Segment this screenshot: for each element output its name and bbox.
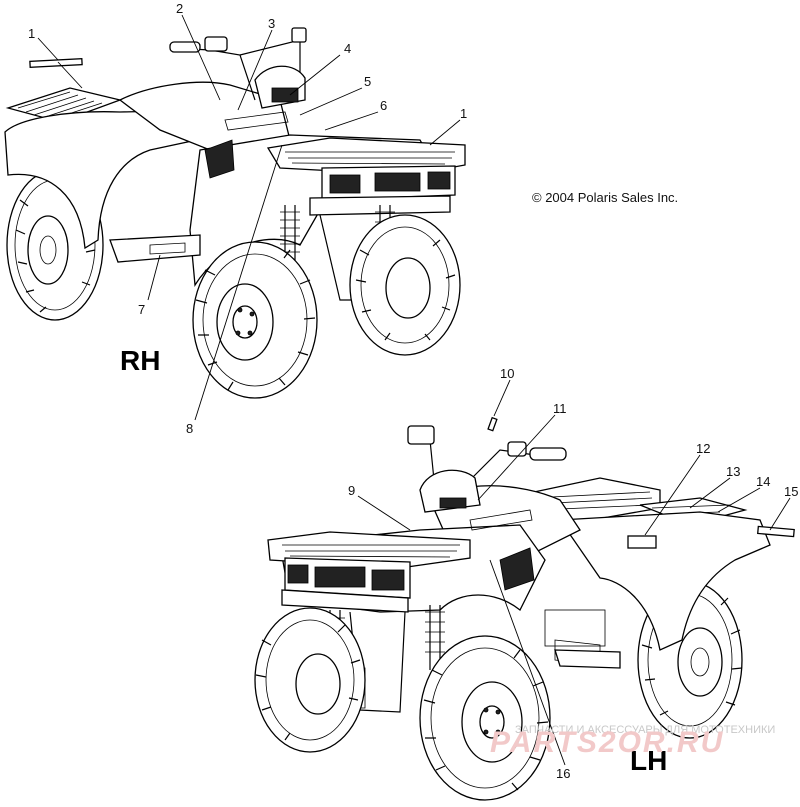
callout-lh-14: 14 xyxy=(756,474,770,489)
callout-rh-3: 3 xyxy=(268,16,275,31)
callout-rh-4: 4 xyxy=(344,41,351,56)
lh-body xyxy=(267,425,771,713)
callout-lh-13: 13 xyxy=(726,464,740,479)
callout-rh-6: 6 xyxy=(380,98,387,113)
callout-rh-8: 8 xyxy=(186,421,193,436)
callout-rh-7: 7 xyxy=(138,302,145,317)
rh-leaders xyxy=(29,14,461,421)
watermark-site: PARTS2OR.RU xyxy=(490,726,724,759)
copyright-text: © 2004 Polaris Sales Inc. xyxy=(532,190,678,205)
rh-front-right-wheel xyxy=(349,214,461,356)
rh-callout-labels: 1 2 3 4 5 6 1 7 8 xyxy=(28,1,467,436)
callout-lh-11: 11 xyxy=(553,401,567,416)
callout-lh-15: 15 xyxy=(784,484,798,499)
lh-front-far-wheel xyxy=(254,607,366,753)
callout-lh-9: 9 xyxy=(348,483,355,498)
lh-callout-labels: 10 11 9 12 13 14 15 16 xyxy=(348,366,798,781)
watermark-tagline: ЗАПЧАСТИ И АКСЕССУАРЫ ДЛЯ МОТОТЕХНИКИ xyxy=(515,724,775,736)
callout-rh-1b: 1 xyxy=(460,106,467,121)
rh-front-left-wheel xyxy=(192,241,318,399)
atv-rh-view xyxy=(4,27,466,399)
lh-small-decal xyxy=(487,416,498,432)
lh-leaders xyxy=(357,379,795,766)
callout-lh-12: 12 xyxy=(696,441,710,456)
rear-decal-strip xyxy=(29,57,83,69)
callout-rh-1a: 1 xyxy=(28,26,35,41)
callout-lh-16: 16 xyxy=(556,766,570,781)
rh-body xyxy=(4,27,466,301)
lh-rear-decal-strip xyxy=(757,525,795,538)
callout-rh-5: 5 xyxy=(364,74,371,89)
view-label-lh: LH xyxy=(630,745,667,776)
atv-lh-view xyxy=(254,425,771,801)
callout-rh-2: 2 xyxy=(176,1,183,16)
callout-lh-10: 10 xyxy=(500,366,514,381)
watermark: ЗАПЧАСТИ И АКСЕССУАРЫ ДЛЯ МОТОТЕХНИКИ PA… xyxy=(490,724,775,759)
view-label-rh: RH xyxy=(120,345,160,376)
lh-front-near-wheel xyxy=(419,635,551,801)
lh-rear-fender-decal xyxy=(627,535,657,549)
